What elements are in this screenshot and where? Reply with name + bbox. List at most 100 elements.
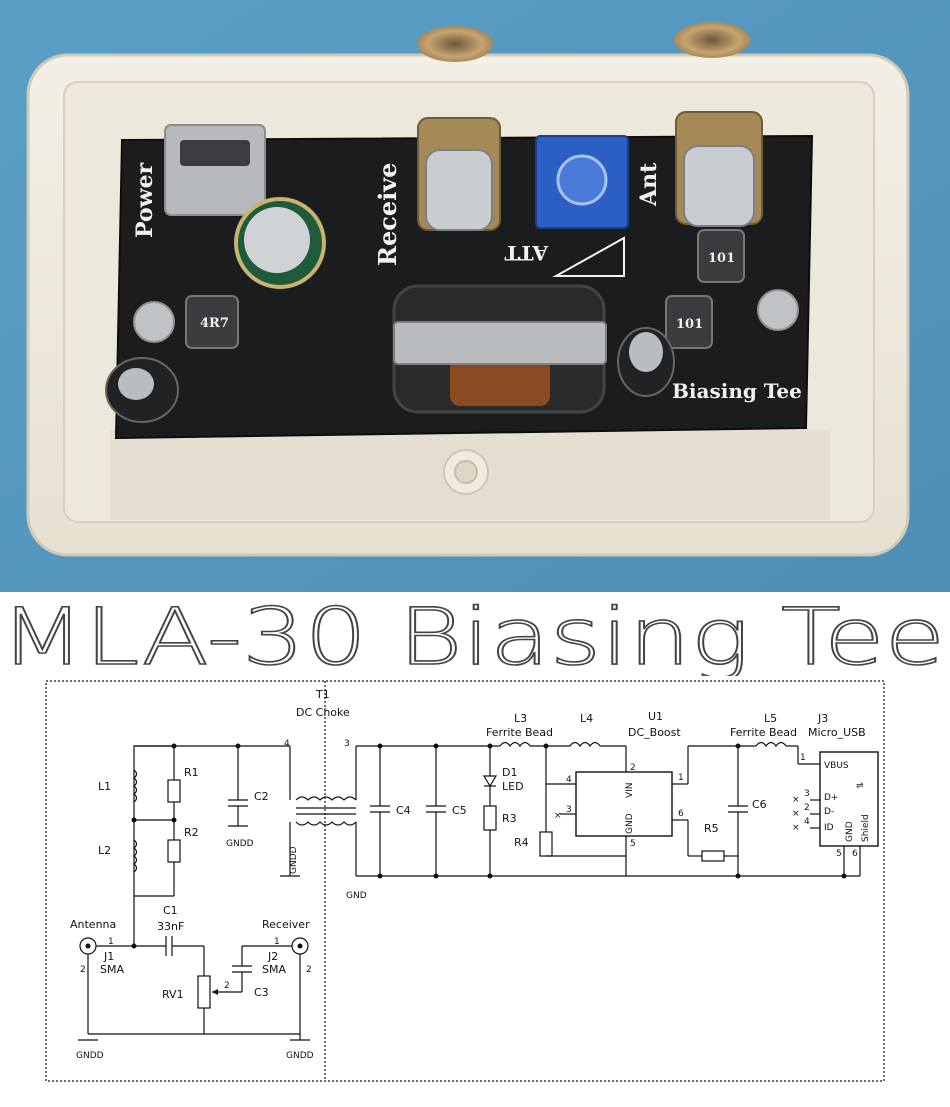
j1-connector <box>78 937 300 1041</box>
j2-name: Receiver <box>262 918 310 931</box>
u1-pin4: 4 <box>566 775 572 785</box>
u1-vin: VIN <box>625 782 635 798</box>
c6-capacitor <box>688 745 756 876</box>
ant-connector-nut <box>674 22 750 58</box>
t1-pin3: 3 <box>344 739 350 749</box>
j3-pin6: 6 <box>852 849 858 859</box>
inductor-101-bottom-label: 101 <box>676 317 703 332</box>
silkscreen-biasing-tee: Biasing Tee <box>672 379 802 403</box>
j1-pin1: 1 <box>108 937 114 947</box>
l1-coil <box>133 769 138 803</box>
j3-vbus: VBUS <box>824 761 849 771</box>
capacitor-right-top <box>629 332 663 372</box>
c2-capacitor <box>228 746 248 827</box>
j2-value: SMA <box>262 963 286 976</box>
l5-ref: L5 <box>764 712 777 725</box>
t1-gndd: GNDD <box>289 846 299 874</box>
product-photo: 4R7 101 101 Power Receive Ant ATT Biasin… <box>0 0 950 592</box>
micro-usb-connector <box>164 124 266 216</box>
receive-connector-nut <box>417 26 493 62</box>
r4-resistor <box>539 746 626 857</box>
j3-dplus: D+ <box>824 793 838 803</box>
j3-pin3: 3 <box>804 789 810 799</box>
d1-led <box>482 746 498 876</box>
r3-ref: R3 <box>502 812 517 825</box>
inductor-101-top-label: 101 <box>708 251 735 266</box>
t1-ref: T1 <box>315 688 330 701</box>
j3-nc-dminus: × <box>792 809 800 819</box>
t1-dc-choke <box>280 746 357 877</box>
title-svg: MLA-30 Biasing Tee <box>0 592 946 684</box>
l3-ref: L3 <box>514 712 527 725</box>
usb-icon: ⇌ <box>856 781 864 791</box>
j1-ref: J1 <box>103 950 114 963</box>
c2-gndd: GNDD <box>226 839 254 849</box>
j1-pin2: 2 <box>80 965 86 975</box>
schematic-frame <box>45 680 885 1082</box>
d1-ref: D1 <box>502 766 517 779</box>
c4-ref: C4 <box>396 804 411 817</box>
silkscreen-att-ramp <box>552 236 625 277</box>
j1-value: SMA <box>100 963 124 976</box>
j3-nc-id: × <box>792 823 800 833</box>
j2-pin1: 1 <box>274 937 280 947</box>
u1-pin3-nc: × <box>554 811 562 821</box>
inductor-101-bottom <box>665 295 713 349</box>
u1-pin2: 2 <box>630 763 636 773</box>
c1-capacitor <box>96 936 205 976</box>
u1-pin3: 3 <box>566 805 572 815</box>
l5-bead <box>755 741 787 748</box>
j2-connector <box>290 937 310 1041</box>
u1-value: DC_Boost <box>628 726 681 739</box>
ant-sma-pins <box>683 145 755 227</box>
rv1-pin2: 2 <box>224 981 230 991</box>
c6-ref: C6 <box>752 798 767 811</box>
c5-ref: C5 <box>452 804 467 817</box>
silkscreen-receive: Receive <box>373 163 402 266</box>
j2-pin2: 2 <box>306 965 312 975</box>
c3-ref: C3 <box>254 986 269 999</box>
r2-body <box>167 839 181 863</box>
c1-value: 33nF <box>157 920 184 933</box>
inductor-101-top <box>697 229 745 283</box>
t1-pin4: 4 <box>284 739 290 749</box>
u1-pin5: 5 <box>630 839 636 849</box>
l4-ref: L4 <box>580 712 593 725</box>
j1-gndd: GNDD <box>76 1051 104 1061</box>
j3-pin5: 5 <box>836 849 842 859</box>
c1-ref: C1 <box>163 904 178 917</box>
schematic: L1 L2 R1 R2 C2 GNDD C1 33nF Antenna J1 S… <box>0 676 950 1103</box>
l3-bead <box>499 741 531 748</box>
j3-pin2: 2 <box>804 803 810 813</box>
l3-value: Ferrite Bead <box>486 726 553 739</box>
c3-capacitor <box>232 945 292 973</box>
photo-illustration: 4R7 101 101 Power Receive Ant ATT Biasin… <box>0 0 950 592</box>
j1-name: Antenna <box>70 918 116 931</box>
j3-shield: Shield <box>861 814 871 842</box>
silkscreen-ant: Ant <box>636 162 662 207</box>
r1-body <box>167 779 181 803</box>
silkscreen-power: Power <box>132 162 158 238</box>
rv1-potentiometer <box>197 972 243 1034</box>
loop-network <box>131 743 290 946</box>
l5-value: Ferrite Bead <box>730 726 797 739</box>
inductor-4r7-label: 4R7 <box>200 316 229 331</box>
capacitor-left-top <box>118 368 154 400</box>
r5-resistor <box>688 850 738 862</box>
u1-ref: U1 <box>648 710 663 723</box>
r2-ref: R2 <box>184 826 199 839</box>
pcb-screw-left <box>133 301 175 343</box>
l2-coil <box>133 839 138 873</box>
capacitor-cap <box>244 207 310 273</box>
u1-pin1: 1 <box>678 773 684 783</box>
enclosure-screw-hole <box>454 460 478 484</box>
u1-pin6: 6 <box>678 809 684 819</box>
pcb-screw-right <box>757 289 799 331</box>
r4-ref: R4 <box>514 836 529 849</box>
j3-gnd: GND <box>845 821 855 842</box>
rv1-ref: RV1 <box>162 988 184 1001</box>
page-title: MLA-30 Biasing Tee <box>0 594 945 676</box>
l2-ref: L2 <box>98 844 111 857</box>
j3-value: Micro_USB <box>808 726 866 739</box>
d1-value: LED <box>502 780 524 793</box>
